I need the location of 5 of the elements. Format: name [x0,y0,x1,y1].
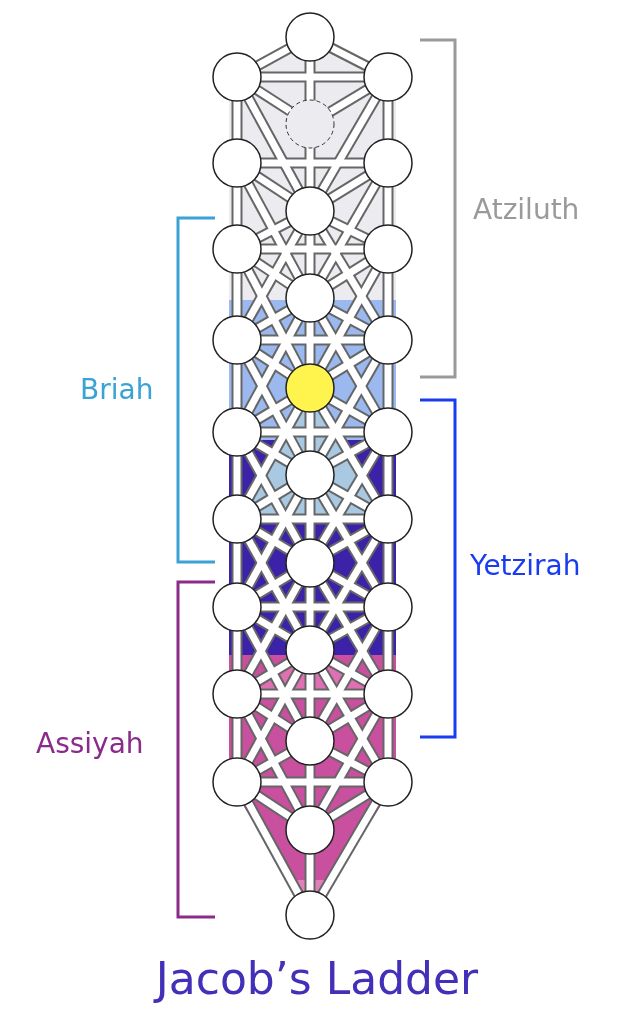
world-label: Atziluth [473,196,580,224]
world-label: Assiyah [36,730,144,758]
diagram-title: Jacob’s Ladder [155,955,479,1004]
world-label: Yetzirah [470,552,581,580]
world-label: Briah [80,376,154,404]
